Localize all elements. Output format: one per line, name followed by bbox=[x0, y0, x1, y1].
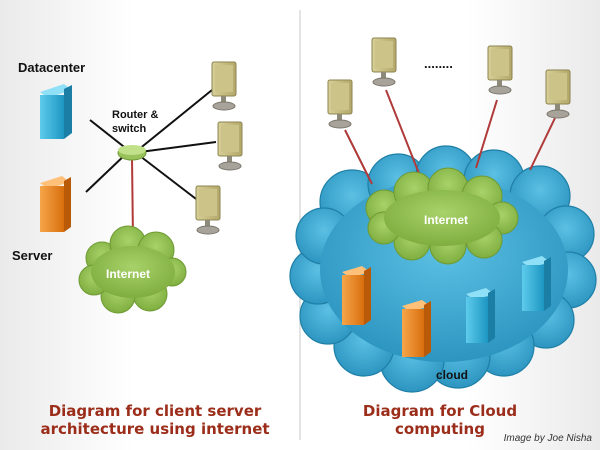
monitor-icon bbox=[327, 79, 353, 129]
left-caption: Diagram for client server architecture u… bbox=[40, 402, 270, 438]
router-links bbox=[85, 89, 217, 203]
router-switch-label: Router & switch bbox=[112, 109, 159, 135]
image-credit: Image by Joe Nisha bbox=[503, 433, 592, 444]
server-icon bbox=[466, 288, 495, 343]
monitor-icon bbox=[217, 121, 243, 171]
monitor-icon bbox=[371, 37, 397, 87]
monitor-icon bbox=[195, 185, 221, 235]
monitor-icon bbox=[545, 69, 571, 119]
left-internet-cloud bbox=[78, 225, 187, 314]
right-caption: Diagram for Cloud computing bbox=[362, 402, 518, 438]
cloud-label: cloud bbox=[436, 368, 468, 382]
monitor-icon bbox=[487, 45, 513, 95]
router-switch-icon bbox=[117, 145, 147, 161]
datacenter-server-icon bbox=[40, 84, 72, 139]
cloud-links bbox=[344, 89, 556, 185]
server-icon bbox=[40, 176, 71, 232]
right-internet-cloud bbox=[365, 167, 519, 265]
right-internet-label: Internet bbox=[424, 213, 469, 227]
server-label: Server bbox=[12, 248, 53, 263]
server-icon bbox=[402, 300, 431, 357]
server-icon bbox=[342, 266, 371, 325]
server-icon bbox=[522, 256, 551, 311]
more-clients-dots: ........ bbox=[424, 56, 453, 71]
datacenter-label: Datacenter bbox=[18, 60, 86, 75]
left-internet-label: Internet bbox=[106, 267, 151, 281]
monitor-icon bbox=[211, 61, 237, 111]
